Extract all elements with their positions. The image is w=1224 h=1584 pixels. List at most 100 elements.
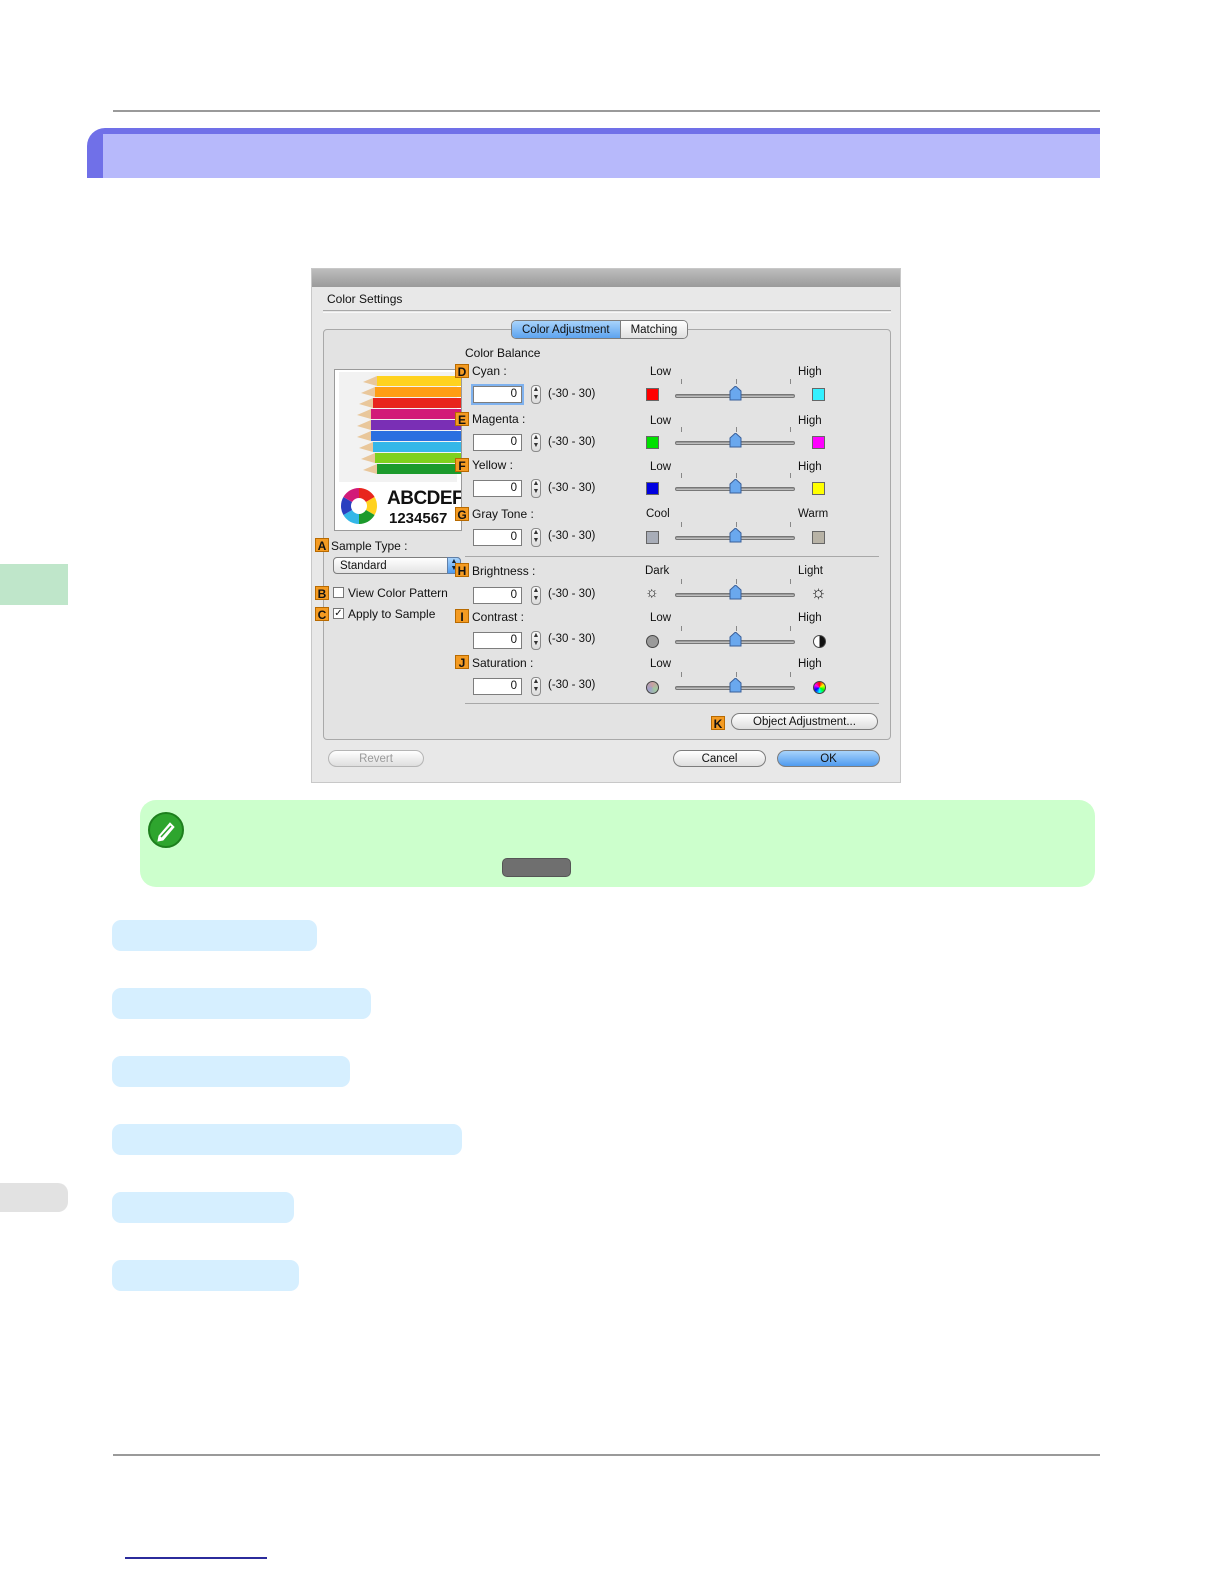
pencils-illustration (339, 372, 461, 524)
brightness-stepper[interactable]: ▲▼ (531, 586, 541, 605)
adjustment-bottom-separator (465, 703, 879, 704)
brightness-slider-thumb[interactable] (729, 585, 742, 600)
header-rule (113, 110, 1100, 112)
yellow-stepper[interactable]: ▲▼ (531, 479, 541, 498)
key-button-graphic (502, 858, 571, 877)
magenta-label: Magenta : (472, 412, 526, 426)
cyan-value-input[interactable]: 0 (471, 384, 524, 405)
contrast-value-input[interactable]: 0 (473, 632, 522, 649)
saturation-label: Saturation : (472, 656, 534, 670)
saturation-value-input[interactable]: 0 (473, 678, 522, 695)
badge-j: J (455, 655, 469, 670)
badge-i: I (455, 609, 469, 624)
brightness-dark-label: Dark (645, 565, 670, 577)
gray-tone-stepper[interactable]: ▲▼ (531, 528, 541, 547)
gray-tone-warm-swatch (812, 531, 825, 544)
link-pill-3[interactable] (112, 1056, 350, 1087)
yellow-range: (-30 - 30) (548, 482, 596, 494)
cyan-low-label: Low (650, 366, 672, 378)
brightness-range: (-30 - 30) (548, 588, 596, 600)
brightness-value-input[interactable]: 0 (473, 587, 522, 604)
magenta-stepper[interactable]: ▲▼ (531, 433, 541, 452)
page-side-tab (0, 1183, 68, 1212)
cyan-stepper[interactable]: ▲▼ (531, 385, 541, 404)
cyan-label: Cyan : (472, 364, 507, 378)
badge-e: E (455, 412, 469, 427)
badge-d: D (455, 364, 469, 379)
color-wheel-icon (340, 488, 378, 524)
contrast-stepper[interactable]: ▲▼ (531, 631, 541, 650)
magenta-high-swatch (812, 436, 825, 449)
magenta-high-label: High (798, 415, 822, 427)
footer-link-underline[interactable] (125, 1557, 267, 1559)
yellow-value-input[interactable]: 0 (473, 480, 522, 497)
contrast-high-icon (813, 635, 826, 648)
badge-c: C (315, 607, 329, 622)
tab-color-adjustment[interactable]: Color Adjustment (512, 321, 621, 338)
gray-tone-label: Gray Tone : (472, 507, 534, 521)
sun-bright-icon: ☼ (810, 582, 827, 602)
gray-tone-value-input[interactable]: 0 (473, 529, 522, 546)
badge-k: K (711, 716, 725, 731)
gray-tone-cool-label: Cool (646, 508, 670, 520)
contrast-low-icon (646, 635, 659, 648)
link-pill-4[interactable] (112, 1124, 462, 1155)
sample-type-label: Sample Type : (331, 539, 408, 553)
apply-to-sample-label: Apply to Sample (348, 607, 436, 621)
yellow-low-label: Low (650, 461, 672, 473)
cyan-low-swatch (646, 388, 659, 401)
section-heading-band (87, 128, 1100, 178)
note-box (140, 800, 1095, 887)
saturation-slider-thumb[interactable] (729, 678, 742, 693)
magenta-slider-thumb[interactable] (729, 433, 742, 448)
color-settings-dialog: Color Settings Color Adjustment Matching (311, 268, 901, 783)
magenta-range: (-30 - 30) (548, 436, 596, 448)
footer-rule (113, 1454, 1100, 1456)
magenta-value-input[interactable]: 0 (473, 434, 522, 451)
tab-bar: Color Adjustment Matching (511, 320, 689, 339)
link-pill-2[interactable] (112, 988, 371, 1019)
link-pill-5[interactable] (112, 1192, 294, 1223)
badge-g: G (455, 507, 469, 522)
cyan-high-label: High (798, 366, 822, 378)
gray-tone-slider-thumb[interactable] (729, 528, 742, 543)
yellow-slider-thumb[interactable] (729, 479, 742, 494)
color-balance-separator (465, 556, 879, 557)
contrast-range: (-30 - 30) (548, 633, 596, 645)
yellow-high-swatch (812, 482, 825, 495)
gray-tone-range: (-30 - 30) (548, 530, 596, 542)
cancel-button[interactable]: Cancel (673, 750, 766, 767)
tab-matching[interactable]: Matching (620, 321, 688, 338)
preview-text-letters: ABCDEF (387, 488, 462, 509)
cyan-slider-thumb[interactable] (729, 386, 742, 401)
yellow-low-swatch (646, 482, 659, 495)
saturation-high-icon (813, 681, 826, 694)
badge-b: B (315, 586, 329, 601)
link-pill-1[interactable] (112, 920, 317, 951)
saturation-stepper[interactable]: ▲▼ (531, 677, 541, 696)
color-balance-label: Color Balance (465, 346, 541, 360)
contrast-high-label: High (798, 612, 822, 624)
yellow-high-label: High (798, 461, 822, 473)
contrast-slider-thumb[interactable] (729, 632, 742, 647)
apply-to-sample-checkbox[interactable]: ✓ (333, 608, 344, 619)
badge-a: A (315, 538, 329, 553)
view-color-pattern-checkbox[interactable] (333, 587, 344, 598)
pencil-note-icon (148, 812, 184, 848)
dialog-titlebar (312, 269, 900, 287)
preview-text-numbers: 1234567 (389, 510, 448, 527)
gray-tone-warm-label: Warm (798, 508, 829, 520)
title-separator (323, 310, 891, 311)
saturation-low-icon (646, 681, 659, 694)
sample-type-select[interactable]: Standard ▲▼ (333, 557, 461, 574)
sample-type-value: Standard (340, 560, 387, 572)
cyan-range: (-30 - 30) (548, 388, 596, 400)
yellow-label: Yellow : (472, 458, 513, 472)
badge-h: H (455, 563, 469, 578)
object-adjustment-button[interactable]: Object Adjustment... (731, 713, 878, 730)
link-pill-6[interactable] (112, 1260, 299, 1291)
gray-tone-cool-swatch (646, 531, 659, 544)
magenta-low-swatch (646, 436, 659, 449)
ok-button[interactable]: OK (777, 750, 880, 767)
revert-button[interactable]: Revert (328, 750, 424, 767)
